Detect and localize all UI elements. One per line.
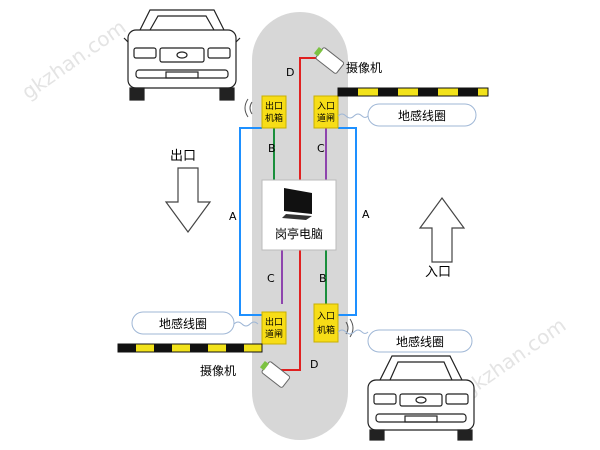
loop-sensor-top-right-label: 地感线圈 — [398, 108, 446, 123]
booth-pc-label: 岗亭电脑 — [275, 226, 323, 241]
exit-gate-label-line2: 道闸 — [265, 328, 283, 340]
loop-wire-top-right — [337, 113, 369, 119]
entry-barrier-arm — [337, 87, 489, 97]
camera-bottom-label: 摄像机 — [200, 363, 236, 378]
entry-box-label-line2: 机箱 — [317, 324, 335, 336]
wire-d-bottom — [280, 250, 301, 371]
exit-box-label-line2: 机箱 — [265, 112, 283, 124]
exit-arrow-down-icon — [164, 167, 212, 234]
wire-b-bottom-label: B — [319, 272, 327, 285]
exit-barrier-arm — [117, 343, 263, 353]
entry-label: 入口 — [425, 265, 451, 280]
loop-sensor-bottom-right-label: 地感线圈 — [396, 334, 444, 349]
loop-sensor-bottom-left — [131, 311, 235, 335]
wire-c-top-label: C — [317, 142, 325, 155]
camera-bottom-icon — [259, 360, 291, 388]
entry-barrier-gate — [313, 95, 339, 129]
wire-b-top-label: B — [268, 142, 276, 155]
wire-d-bottom-label: D — [310, 358, 318, 371]
loop-sensor-bottom-left-label: 地感线圈 — [159, 316, 207, 331]
loop-wire-bottom-left — [233, 321, 259, 327]
signal-icon-top-left — [244, 98, 253, 118]
watermark-top: gkzhan.com — [17, 15, 130, 104]
wire-a-left — [239, 127, 262, 316]
car-entry-icon — [367, 355, 475, 441]
wire-d-top-label: D — [286, 66, 294, 79]
loop-wire-bottom-right — [337, 329, 369, 335]
exit-box-label-line1: 出口 — [265, 100, 283, 112]
entry-gate-label-line2: 道闸 — [317, 112, 335, 124]
entry-controller-box — [313, 303, 339, 343]
wire-c-bottom-label: C — [267, 272, 275, 285]
wire-a-right-label: A — [362, 208, 370, 221]
exit-barrier-gate — [261, 311, 287, 345]
exit-gate-label-line1: 出口 — [265, 316, 283, 328]
car-exit-icon — [123, 9, 241, 101]
computer-icon — [282, 188, 312, 220]
wire-a-right — [338, 127, 357, 316]
entry-box-label-line1: 入口 — [317, 311, 335, 322]
wire-a-left-label: A — [229, 210, 237, 223]
wire-d-top — [299, 57, 318, 180]
exit-controller-box — [261, 95, 287, 129]
camera-top-icon — [313, 46, 345, 74]
loop-sensor-top-right — [367, 103, 477, 127]
camera-top-label: 摄像机 — [346, 60, 382, 75]
entry-arrow-up-icon — [418, 196, 466, 263]
exit-label: 出口 — [170, 149, 196, 164]
entry-gate-label-line1: 入口 — [317, 101, 335, 112]
loop-sensor-bottom-right — [367, 329, 473, 353]
